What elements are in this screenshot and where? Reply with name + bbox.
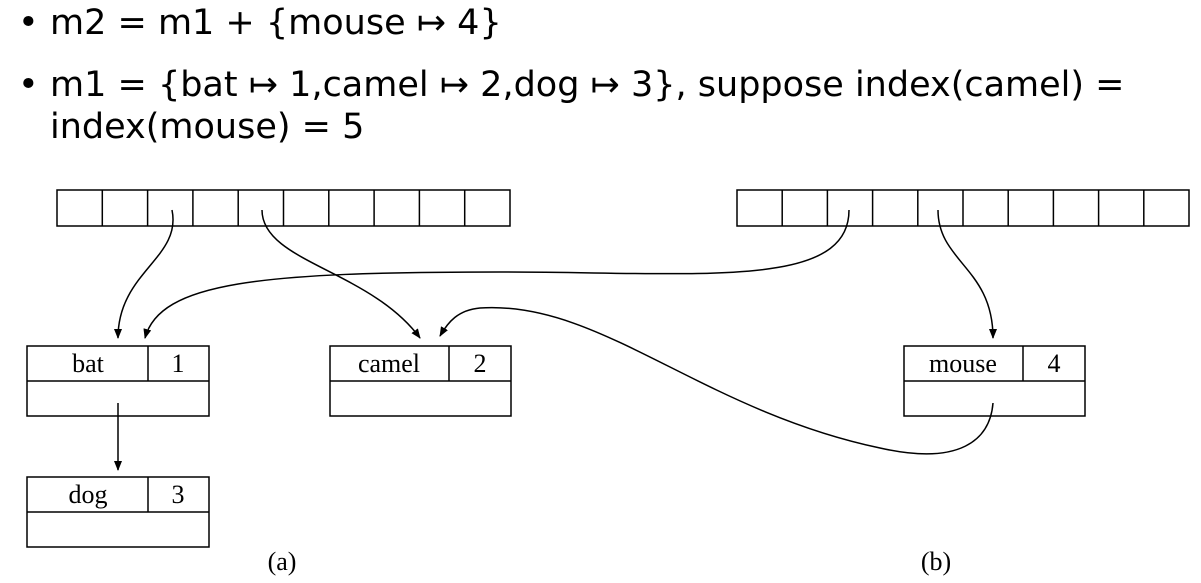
node-value-mouse: 4 bbox=[1048, 349, 1061, 378]
bullet-marker: • bbox=[18, 3, 39, 43]
pointer-a-slot5-to-camel bbox=[261, 209, 421, 339]
node-camel: camel 2 bbox=[329, 345, 512, 417]
node-key-dog: dog bbox=[69, 480, 108, 509]
node-value-bat: 1 bbox=[172, 349, 185, 378]
pointer-b-slot3-to-bat bbox=[143, 209, 850, 339]
bullet-list: • m2 = m1 + {mouse ↦ 4} • m1 = {bat ↦ 1,… bbox=[18, 0, 1188, 148]
bullet-text-1: m2 = m1 + {mouse ↦ 4} bbox=[50, 3, 502, 43]
node-value-camel: 2 bbox=[474, 349, 487, 378]
bullet-marker: • bbox=[18, 65, 39, 105]
bullet-text-2: m1 = {bat ↦ 1,camel ↦ 2,dog ↦ 3}, suppos… bbox=[50, 65, 1125, 147]
pointer-a-slot3-to-bat bbox=[114, 209, 174, 339]
array-b bbox=[736, 189, 1190, 227]
node-bat: bat 1 bbox=[26, 345, 210, 417]
pointer-b-slot5-to-mouse bbox=[937, 209, 997, 339]
bullet-item-2: • m1 = {bat ↦ 1,camel ↦ 2,dog ↦ 3}, supp… bbox=[18, 64, 1188, 148]
array-a bbox=[56, 189, 511, 227]
caption-b: (b) bbox=[921, 547, 951, 576]
node-key-mouse: mouse bbox=[929, 349, 997, 378]
node-value-dog: 3 bbox=[172, 480, 185, 509]
node-key-bat: bat bbox=[72, 349, 105, 378]
node-dog: dog 3 bbox=[26, 476, 210, 548]
pointer-mouse-to-camel bbox=[439, 306, 994, 455]
node-mouse: mouse 4 bbox=[903, 345, 1086, 417]
node-key-camel: camel bbox=[358, 349, 420, 378]
caption-a: (a) bbox=[268, 547, 297, 576]
bullet-item-1: • m2 = m1 + {mouse ↦ 4} bbox=[18, 2, 1188, 44]
